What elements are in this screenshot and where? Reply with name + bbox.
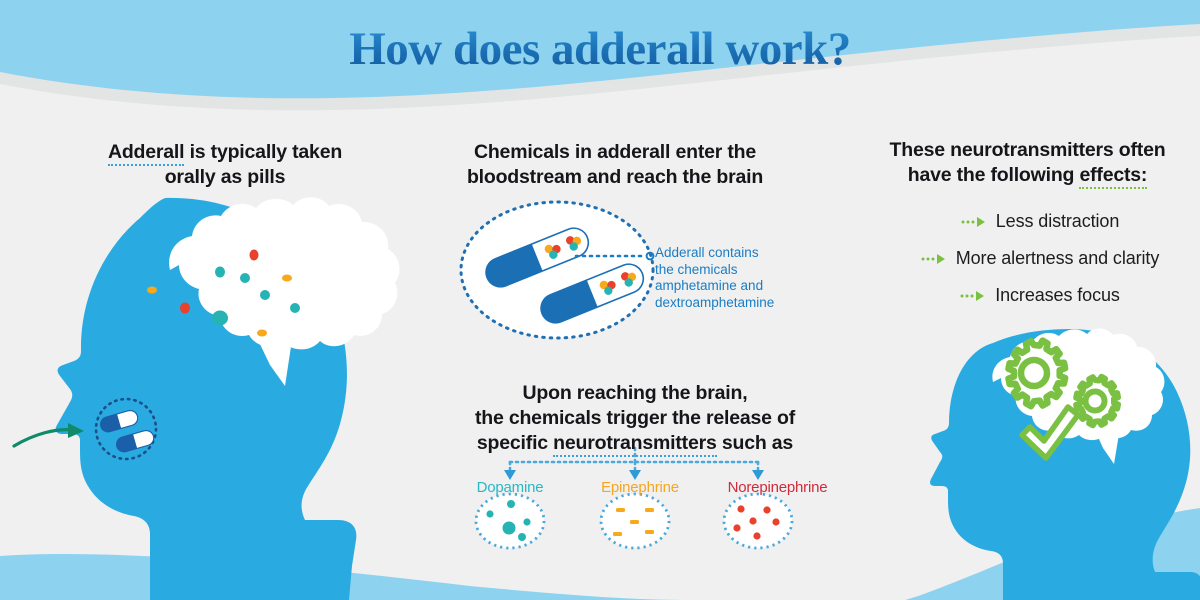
effect-label-1: More alertness and clarity xyxy=(955,248,1160,268)
neurotransmitter-label-norepinephrine: Norepinephrine xyxy=(727,479,828,496)
effects-list: Less distraction More alertness and clar… xyxy=(880,203,1200,314)
neurotransmitter-tree xyxy=(474,446,794,550)
mid-paragraph-line3-pre: specific xyxy=(476,432,554,454)
dopamine-bubble xyxy=(474,492,546,550)
right-heading-line2-pre: have the following xyxy=(907,164,1080,186)
dotted-arrow-icon xyxy=(921,253,945,264)
mid-paragraph-line2: the chemicals trigger the release of xyxy=(474,407,796,429)
right-column-heading: These neurotransmitters often have the f… xyxy=(855,138,1200,189)
effect-label-2: Increases focus xyxy=(995,285,1120,305)
brain-chemical-dots xyxy=(147,249,300,337)
right-heading-underlined-word: effects: xyxy=(1079,164,1147,189)
tree-arrowhead-0 xyxy=(504,470,516,480)
capsule-annotation-note: Adderall contains the chemicals amphetam… xyxy=(655,245,820,311)
capsule-illustration xyxy=(459,200,655,340)
pills-dotted-circle xyxy=(94,397,158,461)
dotted-arrow-icon xyxy=(961,216,985,227)
top-wave-banner xyxy=(0,0,1200,99)
tree-arrowhead-1 xyxy=(629,470,641,480)
effect-label-0: Less distraction xyxy=(995,211,1120,231)
page-title: How does adderall work? xyxy=(0,22,1200,76)
mid-paragraph-line3-post: such as xyxy=(716,432,794,454)
ingestion-arrow-icon xyxy=(12,423,84,448)
gear-large-icon xyxy=(1005,337,1069,410)
tree-arrowhead-2 xyxy=(752,470,764,480)
right-brain-stem xyxy=(1094,428,1120,464)
brain-shape xyxy=(169,197,400,350)
capsule-1-granules xyxy=(544,236,582,259)
right-head-illustration xyxy=(930,328,1200,600)
left-head-illustration xyxy=(12,197,400,600)
neurotransmitter-label-epinephrine: Epinephrine xyxy=(601,479,679,496)
capsule-note-line-3: dextroamphetamine xyxy=(655,294,775,310)
effect-item-1: More alertness and clarity xyxy=(880,240,1200,277)
mouth-pill-2 xyxy=(115,429,155,453)
gear-small-icon xyxy=(1073,373,1121,429)
capsule-2-granules xyxy=(599,272,637,295)
effect-item-0: Less distraction xyxy=(880,203,1200,240)
right-heading-line1: These neurotransmitters often xyxy=(889,139,1166,161)
effect-item-2: Increases focus xyxy=(880,277,1200,314)
left-column-heading: Adderall is typically taken orally as pi… xyxy=(60,140,390,190)
middle-paragraph: Upon reaching the brain, the chemicals t… xyxy=(435,381,835,457)
capsule-dotted-circle xyxy=(459,200,655,340)
checkmark-icon xyxy=(1019,404,1081,461)
capsule-note-line-1: the chemicals xyxy=(655,261,738,277)
capsule-leader-endpoint xyxy=(645,251,655,261)
left-heading-rest: is typically taken xyxy=(184,141,343,163)
capsule-1 xyxy=(485,227,590,288)
brain-stem xyxy=(258,340,292,386)
middle-heading-line2: bloodstream and reach the brain xyxy=(466,166,764,188)
mouth-pill-1 xyxy=(99,409,139,433)
epinephrine-bubble xyxy=(599,492,671,550)
mid-paragraph-underlined-word: neurotransmitters xyxy=(553,432,717,457)
capsule-2 xyxy=(540,263,645,324)
neurotransmitter-label-dopamine: Dopamine xyxy=(476,479,544,496)
mid-paragraph-line1: Upon reaching the brain, xyxy=(522,382,748,404)
capsule-note-line-2: amphetamine and xyxy=(655,278,764,293)
left-heading-underlined-word: Adderall xyxy=(107,141,185,166)
left-heading-line2: orally as pills xyxy=(164,166,286,188)
dotted-arrow-icon xyxy=(960,290,985,301)
middle-heading-line1: Chemicals in adderall enter the xyxy=(473,141,757,163)
middle-column-heading: Chemicals in adderall enter the bloodstr… xyxy=(440,140,790,190)
capsule-note-line-0: Adderall contains xyxy=(655,245,759,260)
norepinephrine-bubble xyxy=(722,492,794,550)
